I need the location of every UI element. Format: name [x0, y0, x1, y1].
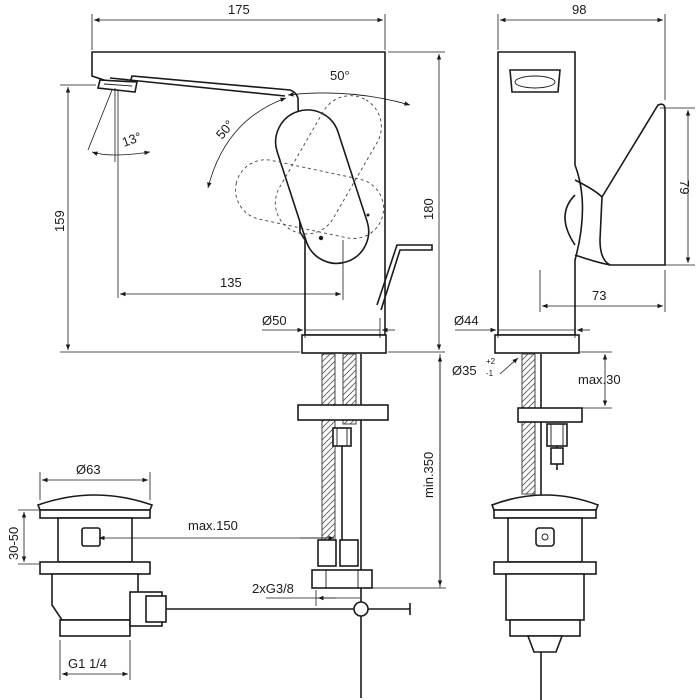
connector-right — [339, 539, 359, 567]
label-reach-135: 135 — [220, 275, 242, 290]
label-angle-50-left: 50° — [213, 117, 237, 142]
hose-side — [521, 353, 536, 495]
label-height-180: 180 — [421, 198, 436, 220]
front-under-sink: min.350 2xG3/8 — [252, 353, 446, 698]
aerator-side — [509, 69, 561, 93]
waste-drain-front: max.150 Ø63 30-50 G1 1/4 — [6, 462, 411, 680]
label-reach-73: 73 — [592, 288, 606, 303]
side-under-sink — [490, 353, 600, 700]
side-dome — [564, 194, 576, 246]
spout-underside — [109, 77, 286, 97]
label-angle-13: 13° — [120, 129, 144, 150]
nut-top-front — [332, 427, 352, 447]
drain-nut — [39, 561, 151, 575]
drain-cap-side — [490, 494, 600, 511]
label-thread-g114: G1 1/4 — [68, 656, 107, 671]
base-plate-front — [301, 334, 387, 354]
label-tol-plus: +2 — [486, 357, 496, 366]
label-diam-44: Ø44 — [454, 313, 479, 328]
front-view-tap — [91, 51, 433, 354]
hose-left — [321, 353, 336, 545]
label-diam-50: Ø50 — [262, 313, 287, 328]
label-height-159: 159 — [52, 210, 67, 232]
front-dimensions: 175 159 180 135 Ø50 — [52, 2, 445, 353]
label-angle-50-top: 50° — [330, 68, 350, 83]
label-width-98: 98 — [572, 2, 586, 17]
label-diam-63: Ø63 — [76, 462, 101, 477]
rod-clamp — [353, 601, 369, 617]
handle-side — [599, 103, 666, 266]
popup-rod-lever — [376, 244, 433, 311]
valve-front — [311, 569, 373, 589]
connector-left — [317, 539, 337, 567]
nut-side — [546, 423, 568, 447]
drain-popup-nut — [145, 595, 167, 623]
drain-thread — [59, 619, 131, 637]
side-dimensions: 98 79 73 Ø44 Ø35 +2 -1 max.30 — [452, 2, 695, 409]
fixing-plate-front — [297, 404, 389, 421]
aerator — [97, 79, 138, 93]
label-width-175: 175 — [228, 2, 250, 17]
label-tol-minus: -1 — [486, 369, 494, 378]
label-max-150: max.150 — [188, 518, 238, 533]
drain-overflow — [81, 527, 101, 547]
drain-body-lower — [51, 573, 139, 621]
drain-flange — [39, 509, 151, 519]
label-max-30: max.30 — [578, 372, 621, 387]
handle-screw — [318, 235, 324, 241]
label-height-79: 79 — [677, 180, 692, 194]
base-plate-side — [494, 334, 580, 354]
fixing-plate-side — [517, 407, 583, 423]
label-diam-35: Ø35 — [452, 363, 477, 378]
label-min-350: min.350 — [421, 452, 436, 498]
side-view-tap — [494, 51, 666, 354]
tap-body-side — [497, 51, 584, 336]
label-thread-2xg38: 2xG3/8 — [252, 581, 294, 596]
label-range-30-50: 30-50 — [6, 527, 21, 560]
drain-cap — [36, 494, 154, 511]
handle-lever — [274, 109, 370, 265]
